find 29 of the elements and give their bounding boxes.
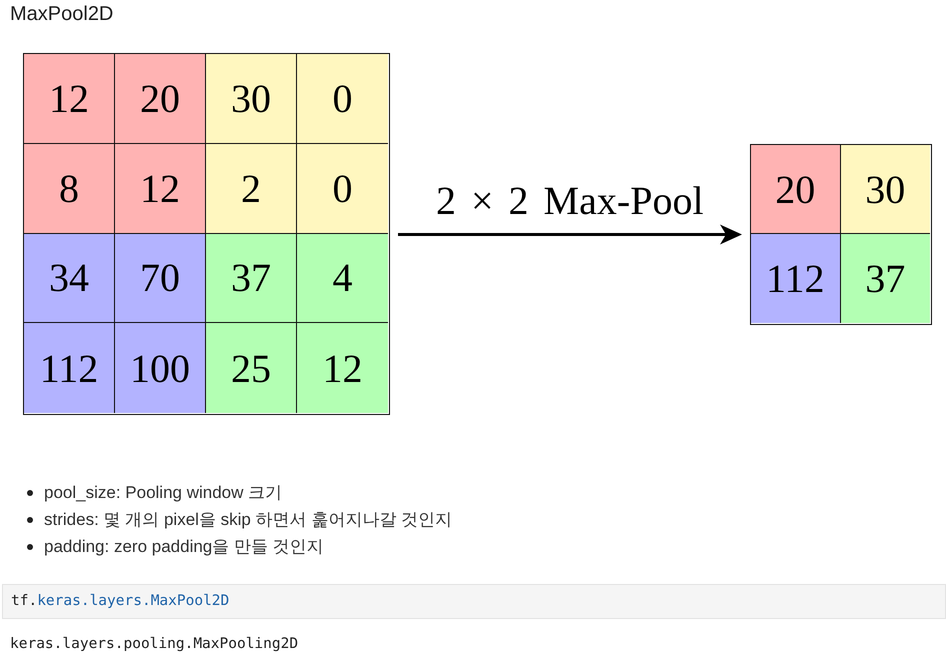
grid-cell: 70 — [115, 234, 206, 324]
grid-cell: 2 — [206, 144, 297, 234]
grid-cell: 0 — [297, 144, 388, 234]
grid-cell: 37 — [840, 234, 930, 323]
grid-cell: 4 — [297, 234, 388, 324]
grid — [23, 53, 390, 415]
grid-cell: 12 — [24, 54, 115, 144]
title: MaxPool2D — [10, 2, 114, 27]
grid-cell: 30 — [206, 54, 297, 144]
code-block: tf.keras.layers.MaxPool2D — [2, 584, 946, 619]
grid-cell: 20 — [751, 145, 840, 234]
grid-cell: 0 — [297, 54, 388, 144]
list-item-text: strides: 몇 개의 pixel을 skip 하면서 훑어지나갈 것인지 — [44, 509, 452, 531]
grid-cell: 30 — [840, 145, 930, 234]
grid-cell: 112 — [24, 323, 115, 413]
grid-cell: 20 — [115, 54, 206, 144]
grid-cell: 100 — [115, 323, 206, 413]
grid-cell: 12 — [297, 323, 388, 413]
grid-cell: 112 — [751, 234, 840, 323]
grid — [750, 144, 932, 325]
arrow — [398, 224, 742, 244]
grid-cell: 12 — [115, 144, 206, 234]
grid-cell: 37 — [206, 234, 297, 324]
list-item-text: padding: zero padding을 만들 것인지 — [44, 536, 324, 558]
grid-cell: 8 — [24, 144, 115, 234]
list-item-text: pool_size: Pooling window 크기 — [44, 482, 282, 504]
grid-cell: 25 — [206, 323, 297, 413]
grid-cell: 34 — [24, 234, 115, 324]
code-text: keras.layers.pooling.MaxPooling2D — [10, 635, 298, 654]
